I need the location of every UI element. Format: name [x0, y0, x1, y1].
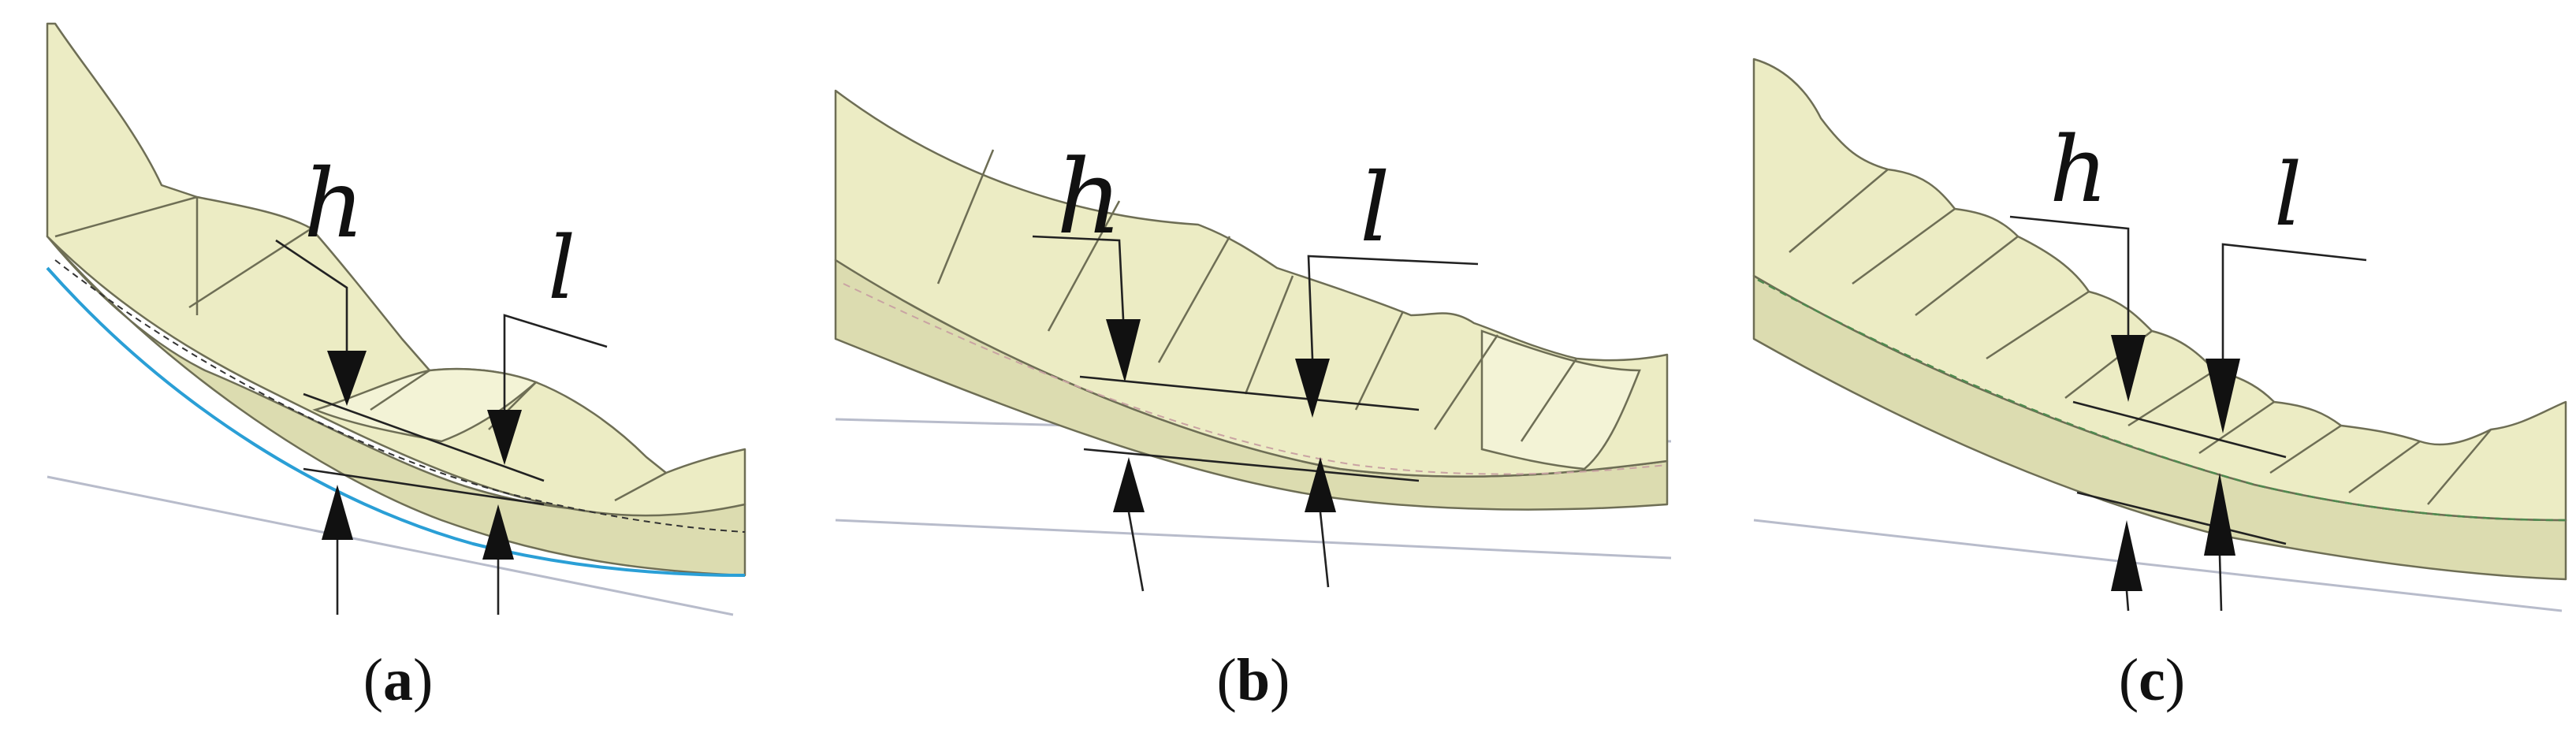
dimension-h-arrow-up	[2111, 520, 2142, 591]
rib-line	[1852, 207, 1956, 285]
caption-b: (b)	[1167, 646, 1340, 715]
dimension-h-extension	[2072, 400, 2287, 459]
caption-close: )	[413, 647, 434, 713]
rib-line	[2198, 400, 2275, 455]
panel-c: h l (c)	[1718, 0, 2576, 729]
rib-line	[936, 149, 995, 285]
panel-c-drawing: h l	[1752, 58, 2567, 612]
reference-line	[1753, 519, 2563, 612]
profile-curve	[46, 266, 746, 577]
rib-line	[1433, 334, 1499, 430]
rib-line	[54, 195, 198, 238]
panel-b: h l (b)	[788, 0, 1718, 729]
dimension-h-arrow-up	[1113, 457, 1145, 512]
rib-line	[1986, 290, 2090, 360]
dimension-h-extension	[303, 392, 545, 482]
dimension-h-tail	[2125, 590, 2130, 612]
dimension-h-leader	[2009, 215, 2130, 335]
dimension-h-arrow-down	[327, 351, 367, 406]
dimension-h-arrow-down	[2111, 335, 2146, 402]
caption-c: (c)	[2065, 646, 2239, 715]
rib-line	[2127, 369, 2216, 427]
rib-line	[2269, 424, 2342, 474]
rib-line	[1157, 236, 1231, 363]
symbol-h: h	[2049, 117, 2108, 223]
symbol-h: h	[303, 150, 364, 259]
rib-line	[1789, 169, 1889, 253]
caption-open: (	[2118, 647, 2139, 713]
rib-line	[1520, 358, 1578, 442]
dimension-h-extension	[2076, 491, 2287, 545]
dimension-h-leader	[1032, 235, 1125, 320]
symbol-l: l	[1360, 154, 1390, 263]
caption-close: )	[2165, 647, 2186, 713]
dimension-h-leader	[275, 239, 348, 351]
caption-open: (	[363, 647, 383, 713]
dimension-l-arrow-down	[1295, 359, 1330, 418]
symbol-l: l	[548, 218, 575, 318]
rib-line	[1047, 200, 1121, 332]
dimension-l-leader	[1307, 255, 1479, 359]
symbol-h: h	[1056, 137, 1122, 257]
dimension-l-arrow-up	[482, 504, 514, 560]
dimension-h-tail	[1127, 511, 1145, 592]
rib-line	[188, 227, 312, 309]
dimension-l-arrow-up	[2204, 473, 2235, 556]
rib-line	[1354, 311, 1405, 411]
tooth-face	[1480, 329, 1641, 471]
pitch-line-dashed	[54, 259, 746, 533]
panel-a: h l (a)	[0, 0, 788, 729]
dimension-l-tail	[2218, 555, 2223, 612]
dimension-h-extension	[1083, 448, 1420, 482]
reference-line	[47, 475, 734, 616]
caption-letter: c	[2139, 647, 2165, 713]
dimension-l-leader	[503, 314, 608, 410]
caption-close: )	[1270, 647, 1290, 713]
dimension-h-arrow-up	[322, 485, 353, 540]
rib-line	[1915, 236, 2019, 316]
pitch-line-dashed	[1757, 278, 2567, 522]
rib-line	[2427, 429, 2492, 505]
symbol-l: l	[2274, 144, 2302, 245]
dimension-h-arrow-down	[1106, 319, 1141, 382]
dimension-l-arrow-down	[2206, 359, 2240, 433]
dimension-h-extension	[303, 467, 545, 506]
reference-line	[835, 519, 1672, 560]
part-surface	[46, 22, 746, 517]
caption-letter: a	[383, 647, 413, 713]
caption-a: (a)	[311, 646, 485, 715]
caption-open: (	[1216, 647, 1237, 713]
dimension-h-extension	[1079, 375, 1420, 411]
part-surface	[834, 89, 1669, 478]
part-surface	[1752, 58, 2567, 522]
panel-a-drawing: h l	[46, 22, 746, 616]
panel-b-drawing: h l	[834, 89, 1672, 592]
dimension-l-arrow-down	[487, 410, 522, 465]
dimension-l-arrow-up	[1305, 457, 1336, 512]
rib-line	[614, 471, 667, 502]
rib-line	[2348, 440, 2421, 494]
caption-letter: b	[1236, 647, 1271, 713]
rib-line	[370, 369, 430, 411]
dimension-l-leader	[2221, 243, 2367, 359]
dimension-l-tail	[1319, 511, 1330, 588]
rib-line	[1244, 275, 1294, 395]
